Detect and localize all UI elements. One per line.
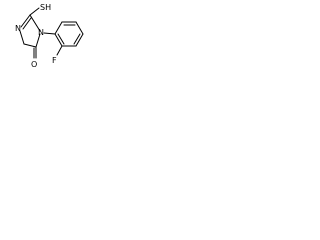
bond-ph-4-5-inner [73, 33, 81, 45]
molecule-diagram: SH N N O F [15, 3, 84, 69]
atom-label-f: F [52, 56, 57, 65]
bond-c5-c4 [23, 43, 37, 48]
bond-ph-1-2 [54, 21, 63, 35]
bond-ph-f [56, 45, 63, 56]
bond-n1-c5 [19, 30, 25, 45]
bond-n1-c2-double [22, 17, 32, 30]
atom-label-sh: SH [40, 3, 51, 12]
bond-c2-n3 [29, 14, 41, 32]
bond-ph-4-5 [75, 33, 84, 47]
bond-n1-c2 [20, 14, 31, 28]
bond-ph-3-4 [75, 21, 84, 35]
bond-c2-sh [29, 7, 40, 16]
atom-label-o: O [31, 60, 37, 69]
bond-n3-phenyl [43, 32, 56, 35]
bond-ph-6-1-inner [57, 33, 65, 45]
atom-label-n-ring: N [38, 28, 44, 37]
atom-label-n-amine: N [15, 24, 21, 33]
bond-ph-6-1 [54, 33, 63, 47]
bond-c4-n3 [35, 33, 41, 48]
